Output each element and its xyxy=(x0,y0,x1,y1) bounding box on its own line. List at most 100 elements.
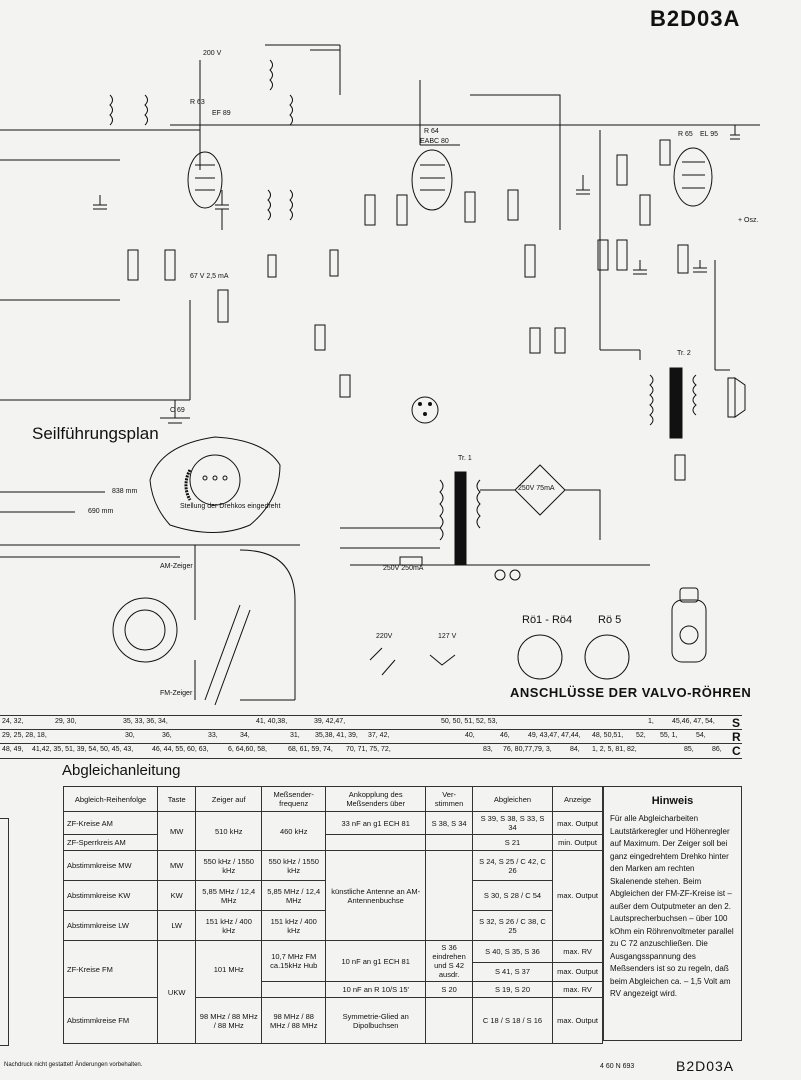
table-cell: Symmetrie-Glied an Dipolbuchsen xyxy=(325,997,427,1044)
table-cell: S 36 eindrehen und S 42 ausdr. xyxy=(425,940,473,982)
table-row: 10 nF an R 10/S 15' S 20 S 19, S 20 max.… xyxy=(64,981,603,998)
strip-item: 6, 64,60, 58, xyxy=(228,746,267,753)
pins-ro5-label: Rö 5 xyxy=(598,614,622,626)
strip-item: 35,38, 41, 39, xyxy=(315,732,358,739)
table-row: ZF-Kreise FM UKW 101 MHz 10,7 MHz FM ca.… xyxy=(62,940,603,1044)
strip-item: 85, xyxy=(684,746,694,753)
table-cell: 33 nF an g1 ECH 81 xyxy=(325,811,427,835)
label-drehko: Stellung der Drehkos eingedreht xyxy=(180,503,280,510)
strip-item: 29, 30, xyxy=(55,718,77,725)
strip-item: 46, xyxy=(500,732,510,739)
abgleich-title: Abgleichanleitung xyxy=(62,762,181,779)
table-cell: ZF-Sperrkreis AM xyxy=(62,834,159,851)
strip-item: 55, 1, xyxy=(660,732,678,739)
strip-item: 40, xyxy=(465,732,475,739)
hinweis-box: Hinweis Für alle Abgleicharbeiten Lautst… xyxy=(603,786,742,1041)
table-row: S 41, S 37 max. Output xyxy=(64,961,603,983)
table-cell: 151 kHz / 400 kHz xyxy=(261,910,327,941)
label-690: 690 mm xyxy=(88,508,113,515)
table-cell: Abstimmkreise MW xyxy=(62,850,159,881)
label-ef89: EF 89 xyxy=(212,110,231,117)
label-838: 838 mm xyxy=(112,488,137,495)
table-cell: MW xyxy=(157,811,197,851)
strip-item: 54, xyxy=(696,732,706,739)
table-cell: max. RV xyxy=(552,981,603,998)
strip-item: 84, xyxy=(570,746,580,753)
table-cell: 151 kHz / 400 kHz xyxy=(195,910,263,941)
table-row: Abstimmkreise MW MW 550 kHz / 1550 kHz 5… xyxy=(62,850,603,941)
table-row: ZF-Sperrkreis AM S 21 min. Output xyxy=(62,834,603,851)
label-v220: 220V xyxy=(376,633,393,640)
strip-item: 33, xyxy=(208,732,218,739)
table-cell: S 19, S 20 xyxy=(471,981,554,998)
table-cell: S 40, S 35, S 36 xyxy=(471,940,554,963)
table-row: Abstimmkreise FM 98 MHz / 88 MHz / 88 MH… xyxy=(62,997,603,1044)
table-cell: max. Output xyxy=(552,850,603,941)
strip-item: 46, 44, 55, 60, 63, xyxy=(152,746,209,753)
label-r65: R 65 xyxy=(678,131,693,138)
table-cell: 460 kHz xyxy=(261,811,327,851)
label-fm-zeiger: FM-Zeiger xyxy=(160,690,193,697)
pins-ro1-label: Rö1 - Rö4 xyxy=(522,614,573,626)
table-cell: LW xyxy=(157,910,197,941)
table-cell: 5,85 MHz / 12,4 MHz xyxy=(195,880,263,911)
strip-item: 49, 43,47, 47,44, xyxy=(528,732,581,739)
schematic-diagram: R 63 EF 89 R 64 EABC 80 R 65 EL 95 Tr. 2… xyxy=(0,44,760,706)
strip-item: 86, xyxy=(712,746,722,753)
strip-item: 30, xyxy=(125,732,135,739)
table-cell: S 21 xyxy=(471,834,554,851)
strip-item: 68, 61, 59, 74, xyxy=(288,746,333,753)
hinweis-title: Hinweis xyxy=(651,795,694,807)
table-cell: Abstimmkreise FM xyxy=(62,997,159,1044)
table-cell: max. Output xyxy=(552,961,603,983)
document-code-top: B2D03A xyxy=(650,6,741,31)
strip-item: 34, xyxy=(240,732,250,739)
table-cell: 10,7 MHz FM ca.15kHz Hub xyxy=(261,940,327,982)
table-row: Abstimmkreise KW KW 5,85 MHz / 12,4 MHz … xyxy=(62,880,603,911)
table-cell: min. Output xyxy=(552,834,603,851)
strip-letter: C xyxy=(732,744,741,758)
table-cell: Abstimmkreise KW xyxy=(62,880,159,911)
label-rect: 250V 75mA xyxy=(518,485,555,492)
table-cell: KW xyxy=(157,880,197,911)
table-cell: S 38, S 34 xyxy=(425,811,473,835)
label-am-zeiger: AM-Zeiger xyxy=(160,563,193,570)
col-header: Abgleich-Reihenfolge xyxy=(62,786,159,812)
table-cell: 98 MHz / 88 MHz / 88 MHz xyxy=(261,997,327,1044)
table-cell: 10 nF an R 10/S 15' xyxy=(325,981,427,998)
label-eabc80: EABC 80 xyxy=(420,138,449,145)
table-cell: 10 nF an g1 ECH 81 xyxy=(325,940,427,982)
strip-item: 37, 42, xyxy=(368,732,390,739)
label-r64: R 64 xyxy=(424,128,439,135)
table-cell xyxy=(425,997,473,1044)
col-header: Abgleichen xyxy=(471,786,554,812)
strip-s: 24, 32, 29, 30, 35, 33, 36, 34, 41, 40,3… xyxy=(0,715,742,730)
strip-item: 48, 49, xyxy=(2,746,24,753)
col-header: Anzeige xyxy=(552,786,603,812)
label-el95: EL 95 xyxy=(700,131,718,138)
table-row: Abstimmkreise LW LW 151 kHz / 400 kHz 15… xyxy=(62,910,603,941)
table-cell: 101 MHz xyxy=(195,940,263,998)
table-cell: Abstimmkreise LW xyxy=(62,910,159,941)
table-cell: UKW xyxy=(157,940,197,1044)
side-box xyxy=(0,818,9,1046)
table-cell: S 30, S 28 / C 54 xyxy=(471,880,554,911)
label-c69: C 69 xyxy=(170,407,185,414)
label-v67: 67 V 2,5 mA xyxy=(190,273,229,280)
table-cell: C 18 / S 18 / S 16 xyxy=(471,997,554,1044)
table-cell: 5,85 MHz / 12,4 MHz xyxy=(261,880,327,911)
abgleich-table: Abgleich-Reihenfolge Taste Zeiger auf Me… xyxy=(62,786,603,1044)
strip-item: 41, 40,38, xyxy=(256,718,288,725)
hinweis-body: Für alle Abgleicharbeiten Lautstärkeregl… xyxy=(610,814,734,998)
strip-item: 52, xyxy=(636,732,646,739)
strip-item: 45,46, 47, 54, xyxy=(672,718,715,725)
strip-item: 76, 80,77,79, 3, xyxy=(503,746,552,753)
table-cell: S 24, S 25 / C 42, C 26 xyxy=(471,850,554,881)
table-cell: 550 kHz / 1550 kHz xyxy=(261,850,327,881)
label-v127: 127 V xyxy=(438,633,457,640)
table-cell: 550 kHz / 1550 kHz xyxy=(195,850,263,881)
table-cell: max. RV xyxy=(552,940,603,963)
valvo-caption: ANSCHLÜSSE DER VALVO-RÖHREN xyxy=(510,685,752,700)
strip-item: 83, xyxy=(483,746,493,753)
table-cell xyxy=(325,834,427,851)
